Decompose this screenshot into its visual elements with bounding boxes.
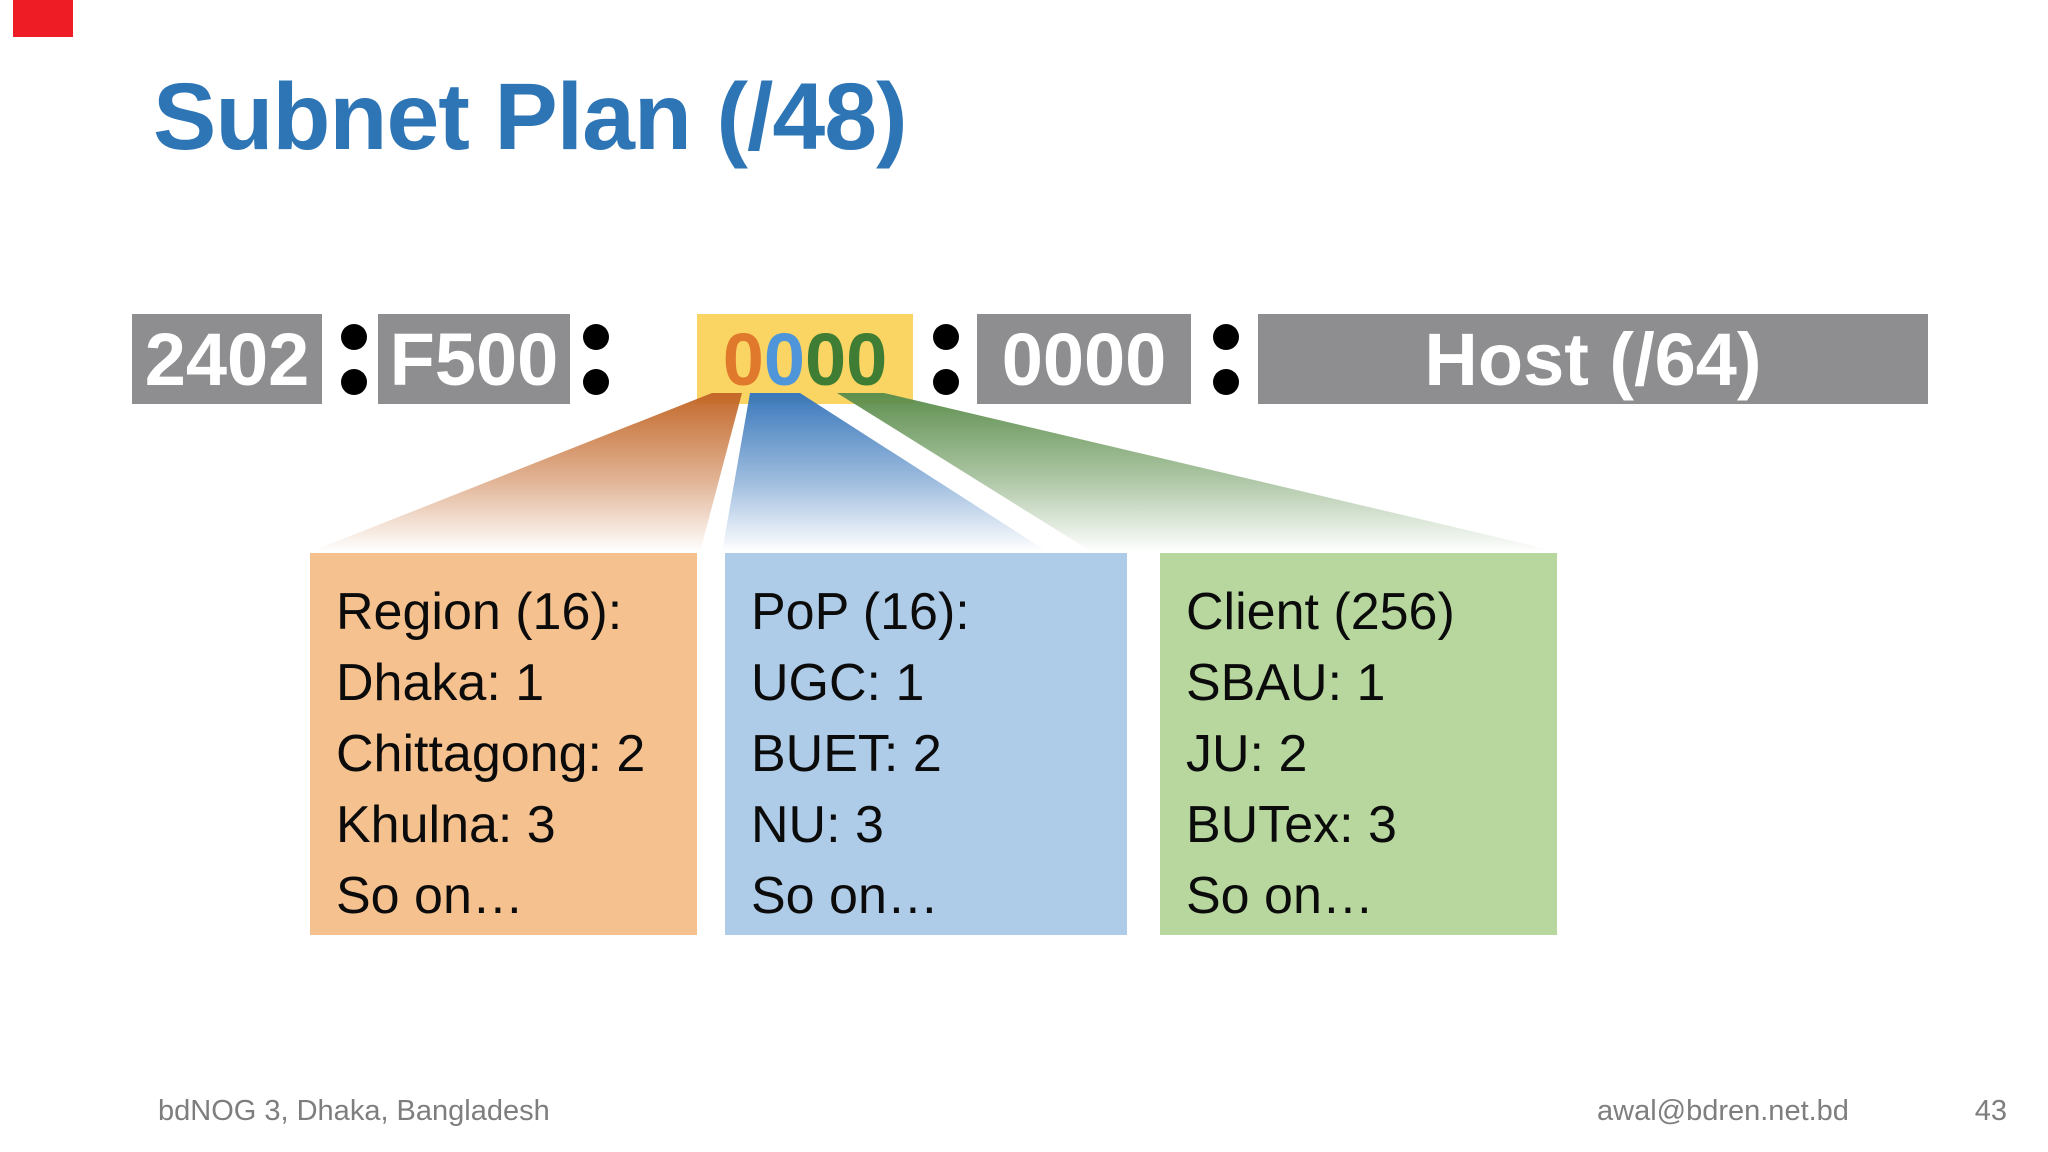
address-block-0000: 0000	[977, 314, 1191, 404]
callout-line: Dhaka: 1	[336, 654, 545, 712]
beam-pop	[722, 393, 1048, 552]
red-corner-tab	[13, 0, 73, 37]
footer-event-name: bdNOG 3, Dhaka, Bangladesh	[158, 1095, 550, 1127]
callout-line: Chittagong: 2	[336, 725, 646, 783]
callout-client: Client (256) SBAU: 1 JU: 2 BUTex: 3 So o…	[1160, 553, 1557, 935]
colon-separator-dot	[1213, 369, 1239, 395]
address-block-host: Host (/64)	[1258, 314, 1928, 404]
callout-line: BUTex: 3	[1186, 796, 1397, 854]
colon-separator-dot	[583, 324, 609, 350]
colon-separator-dot	[341, 324, 367, 350]
callout-pop: PoP (16): UGC: 1 BUET: 2 NU: 3 So on…	[725, 553, 1127, 935]
colon-separator-dot	[341, 369, 367, 395]
callout-region: Region (16): Dhaka: 1 Chittagong: 2 Khul…	[310, 553, 697, 935]
callout-line: UGC: 1	[751, 654, 925, 712]
subnet-digit-pop: 0	[763, 317, 805, 401]
page-title: Subnet Plan (/48)	[153, 64, 908, 170]
callout-line: NU: 3	[751, 796, 884, 854]
colon-separator-dot	[583, 369, 609, 395]
subnet-digit-client: 0	[805, 317, 847, 401]
subnet-digit-client: 0	[846, 317, 888, 401]
callout-line: So on…	[336, 867, 524, 925]
callout-line: So on…	[1186, 867, 1374, 925]
colon-separator-dot	[933, 324, 959, 350]
callout-line: Client (256)	[1186, 583, 1455, 641]
colon-separator-dot	[933, 369, 959, 395]
address-block-f500: F500	[378, 314, 570, 404]
callout-line: Khulna: 3	[336, 796, 556, 854]
footer-email: awal@bdren.net.bd	[1597, 1095, 1849, 1127]
colon-separator-dot	[1213, 324, 1239, 350]
callout-line: BUET: 2	[751, 725, 942, 783]
callout-line: Region (16):	[336, 583, 623, 641]
callout-line: So on…	[751, 867, 939, 925]
callout-line: JU: 2	[1186, 725, 1308, 783]
beam-client	[837, 393, 1560, 552]
beam-region	[310, 393, 742, 552]
subnet-digit-region: 0	[722, 317, 764, 401]
callout-line: SBAU: 1	[1186, 654, 1386, 712]
callout-line: PoP (16):	[751, 583, 970, 641]
footer-page-number: 43	[1974, 1095, 2007, 1127]
address-block-2402: 2402	[132, 314, 322, 404]
